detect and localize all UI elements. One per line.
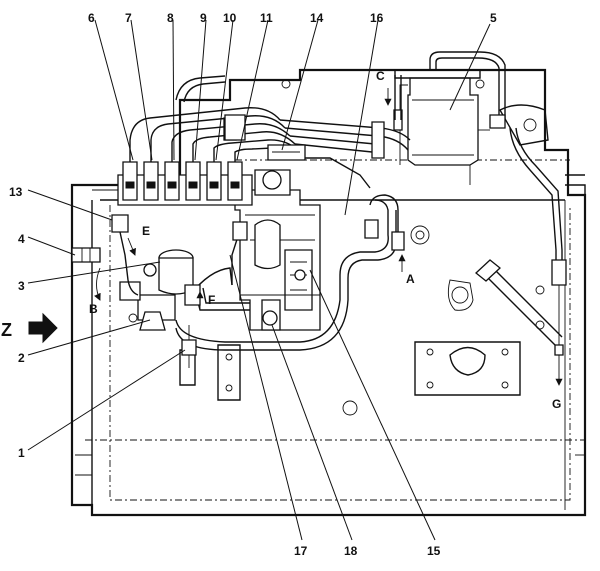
callout-13: 13 xyxy=(9,185,23,199)
injector-nozzles xyxy=(122,161,243,201)
callout-17: 17 xyxy=(294,544,308,558)
fuel-lines xyxy=(71,51,586,368)
callout-1: 1 xyxy=(18,446,25,460)
leader-lines xyxy=(27,19,491,541)
flow-label-b: B xyxy=(89,302,98,316)
view-direction-z: Z xyxy=(1,312,58,344)
callout-11: 11 xyxy=(260,11,273,25)
callout-9: 9 xyxy=(200,11,207,25)
callout-15: 15 xyxy=(427,544,441,558)
callout-10: 10 xyxy=(223,11,237,25)
callout-16: 16 xyxy=(370,11,384,25)
flow-label-c: C xyxy=(376,69,385,83)
flow-label-g: G xyxy=(552,397,561,411)
callout-5: 5 xyxy=(490,11,497,25)
callout-6: 6 xyxy=(88,11,95,25)
view-arrow-icon xyxy=(28,312,58,344)
flow-label-a: A xyxy=(406,272,415,286)
flow-labels: A B C E F G xyxy=(89,69,561,411)
injection-pump xyxy=(234,169,321,331)
callout-numbers: 1 2 3 4 5 6 7 8 9 10 11 13 14 15 16 17 1… xyxy=(9,11,497,558)
callout-3: 3 xyxy=(18,279,25,293)
fuel-transfer-pump xyxy=(119,249,194,331)
callout-14: 14 xyxy=(310,11,324,25)
callout-18: 18 xyxy=(344,544,358,558)
fuel-filter xyxy=(394,69,490,185)
callout-8: 8 xyxy=(167,11,174,25)
flow-arrows xyxy=(94,88,563,386)
callout-2: 2 xyxy=(18,351,25,365)
callout-4: 4 xyxy=(18,232,25,246)
callout-7: 7 xyxy=(125,11,132,25)
view-label: Z xyxy=(1,320,12,340)
flow-label-f: F xyxy=(208,293,215,307)
flow-label-e: E xyxy=(142,224,150,238)
